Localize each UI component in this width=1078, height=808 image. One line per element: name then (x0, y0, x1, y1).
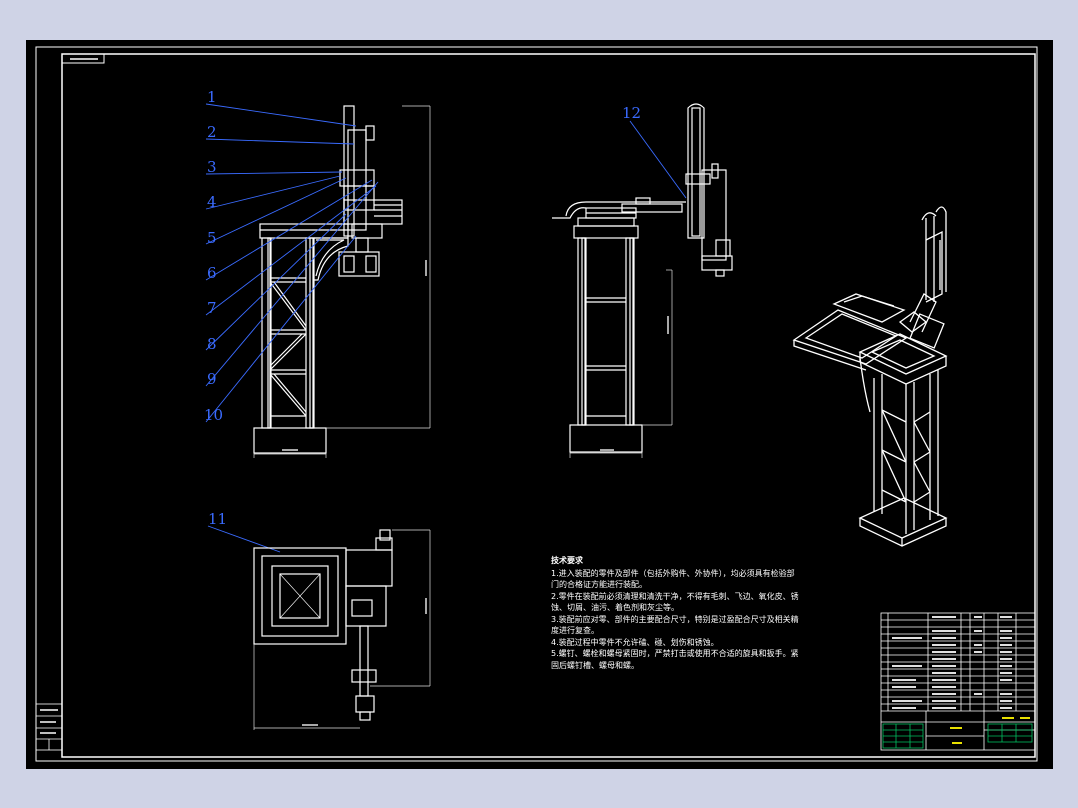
drawing-number-tag (61, 53, 105, 64)
callout-7: 7 (207, 299, 217, 317)
outer-border (35, 46, 1038, 762)
title-block-text (892, 616, 1012, 709)
requirement-item-2: 2.零件在装配前必须清理和清洗干净，不得有毛刺、飞边、氧化皮、锈蚀、切屑、油污、… (551, 591, 799, 613)
callout-11: 11 (208, 510, 228, 528)
drawing-sheet (35, 46, 1038, 762)
title-block (880, 612, 1036, 751)
side-view (552, 103, 733, 458)
technical-requirements-title: 技术要求 (551, 556, 583, 565)
front-view (253, 105, 431, 458)
callout-2: 2 (207, 123, 217, 141)
title-block-yellow (950, 717, 1030, 744)
callout-12: 12 (622, 104, 642, 122)
callout-8: 8 (207, 335, 217, 353)
requirement-item-1: 1.进入装配的零件及部件（包括外购件、外协件），均必须具有检验部门的合格证方能进… (551, 568, 795, 590)
top-view (253, 529, 431, 730)
left-margin-table (35, 703, 63, 751)
requirement-item-4: 4.装配过程中零件不允许磕、碰、划伤和锈蚀。 (551, 637, 719, 647)
callout-9: 9 (207, 370, 217, 388)
leader-lines (205, 103, 687, 553)
callout-1: 1 (207, 88, 217, 106)
callout-6: 6 (207, 264, 217, 282)
title-block-green (882, 723, 1033, 749)
callout-5: 5 (207, 229, 217, 247)
callout-4: 4 (207, 193, 217, 211)
callout-10: 10 (204, 406, 224, 424)
requirement-item-5: 5.螺钉、螺栓和螺母紧固时，严禁打击或使用不合适的旋具和扳手。紧固后螺钉槽、螺母… (551, 649, 799, 670)
technical-requirements: 技术要求 1.进入装配的零件及部件（包括外购件、外协件），均必须具有检验部门的合… (551, 555, 801, 671)
callout-3: 3 (207, 158, 217, 176)
cad-drawing-viewport[interactable]: 1 2 3 4 5 6 7 8 9 10 11 12 技术要求 1.进入装配的零… (26, 40, 1053, 769)
requirement-item-3: 3.装配前应对零、部件的主要配合尺寸，特别是过盈配合尺寸及相关精度进行复查。 (551, 614, 799, 636)
inner-border (61, 53, 1036, 758)
isometric-view (792, 206, 948, 547)
